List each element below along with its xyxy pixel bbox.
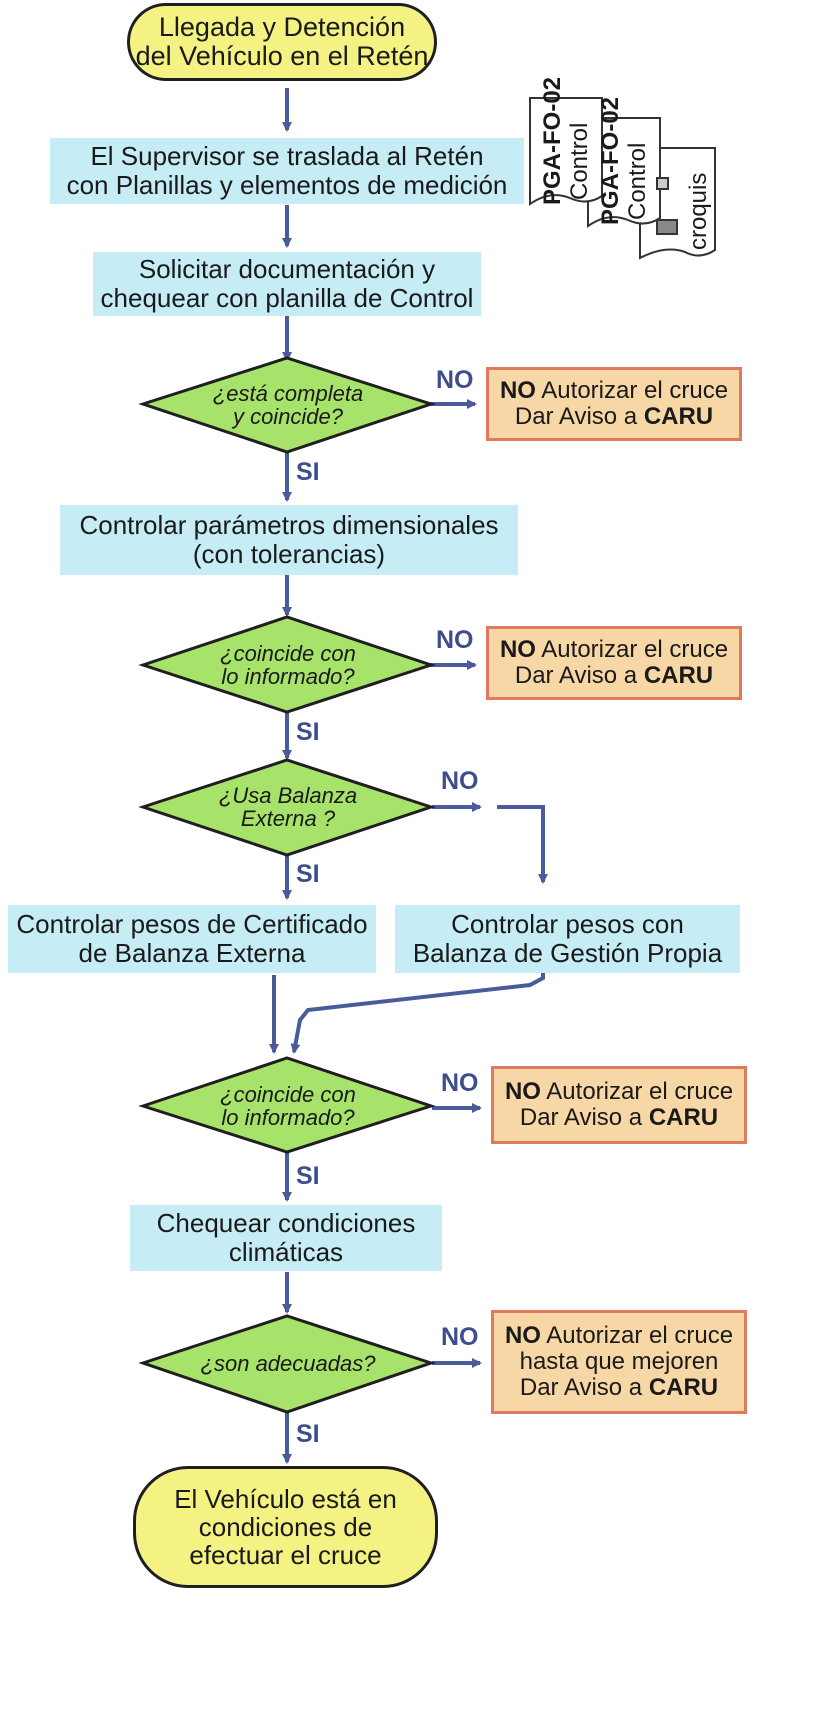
decision-d5-shape xyxy=(138,1314,436,1414)
doc-code-1: PGA-FO-02 xyxy=(539,77,566,205)
label-si-d1: SI xyxy=(296,458,320,486)
doc-croquis: croquis xyxy=(685,173,712,250)
arrow-propia-d4 xyxy=(290,965,545,1054)
label-no-d5: NO xyxy=(441,1323,479,1351)
label-no-d4: NO xyxy=(441,1069,479,1097)
doc-croquis-truck xyxy=(656,219,678,235)
alert-d2-caru: CARU xyxy=(643,662,714,689)
doc-code-2: PGA-FO-02 xyxy=(597,97,624,225)
decision-d2-shape xyxy=(138,615,436,714)
alert-d4-no: NO xyxy=(504,1078,541,1106)
doc-croquis-square xyxy=(656,177,669,190)
step-solicitar: Solicitar documentación y chequear con p… xyxy=(93,252,481,316)
alert-d4: NO Autorizar el cruce Dar Aviso a CARU xyxy=(491,1066,747,1144)
alert-d4-line1: Autorizar el cruce xyxy=(540,1078,734,1106)
alert-d2-no: NO xyxy=(499,636,536,664)
alert-d2-line1: Autorizar el cruce xyxy=(535,636,729,664)
step-clima: Chequear condiciones climáticas xyxy=(130,1205,442,1271)
alert-d1-caru: CARU xyxy=(643,403,714,430)
label-no-d1: NO xyxy=(436,366,474,394)
alert-d5: NO Autorizar el cruce hasta que mejoren … xyxy=(491,1310,747,1414)
step-pesos-certificado: Controlar pesos de Certificado de Balanz… xyxy=(8,905,376,973)
step-pesos-propia: Controlar pesos con Balanza de Gestión P… xyxy=(395,905,740,973)
alert-d5-caru: CARU xyxy=(648,1373,719,1401)
start-terminal: Llegada y Detención del Vehículo en el R… xyxy=(127,3,437,81)
decision-d4-text: ¿coincide con lo informado? xyxy=(220,1081,356,1130)
label-si-d2: SI xyxy=(296,718,320,746)
alert-d1-no: NO xyxy=(499,377,536,405)
alert-d1-line2: Dar Aviso a xyxy=(514,403,644,430)
alert-d1: NO Autorizar el cruce Dar Aviso a CARU xyxy=(486,367,742,441)
label-si-d4: SI xyxy=(296,1162,320,1190)
label-no-d3: NO xyxy=(441,767,479,795)
alert-d5-no: NO xyxy=(504,1322,541,1350)
documents-icon xyxy=(529,97,716,260)
alert-d4-caru: CARU xyxy=(648,1104,719,1131)
doc-control-1-sheet xyxy=(529,97,603,206)
alert-d5-line1: Autorizar el cruce xyxy=(540,1322,734,1350)
step-controlar-dimensional: Controlar parámetros dimensionales (con … xyxy=(60,505,518,575)
alert-d1-line1: Autorizar el cruce xyxy=(535,377,729,405)
doc-control-2: Control xyxy=(624,143,651,220)
step-supervisor: El Supervisor se traslada al Retén con P… xyxy=(50,138,524,204)
label-no-d2: NO xyxy=(436,626,474,654)
decision-d1-shape xyxy=(138,356,436,454)
decision-d5-text: ¿son adecuadas? xyxy=(200,1351,376,1377)
decision-d3-shape xyxy=(138,758,436,857)
label-si-d5: SI xyxy=(296,1420,320,1448)
label-si-d3: SI xyxy=(296,860,320,888)
alert-d5-line2: Dar Aviso a xyxy=(519,1373,649,1401)
decision-d1-text: ¿está completa y coincide? xyxy=(212,380,364,429)
arrow-d3-no-b xyxy=(497,805,548,884)
decision-d2-text: ¿coincide con lo informado? xyxy=(220,640,356,689)
alert-d4-line2: Dar Aviso a xyxy=(519,1104,649,1131)
decision-d3-text: ¿Usa Balanza Externa ? xyxy=(218,782,358,831)
doc-control-1: Control xyxy=(566,123,593,200)
alert-d2-line2: Dar Aviso a xyxy=(514,662,644,689)
decision-d4-shape xyxy=(138,1056,436,1154)
alert-d5-line-mid: hasta que mejoren xyxy=(519,1348,719,1376)
end-terminal: El Vehículo está en condiciones de efect… xyxy=(133,1466,438,1588)
alert-d2: NO Autorizar el cruce Dar Aviso a CARU xyxy=(486,626,742,700)
